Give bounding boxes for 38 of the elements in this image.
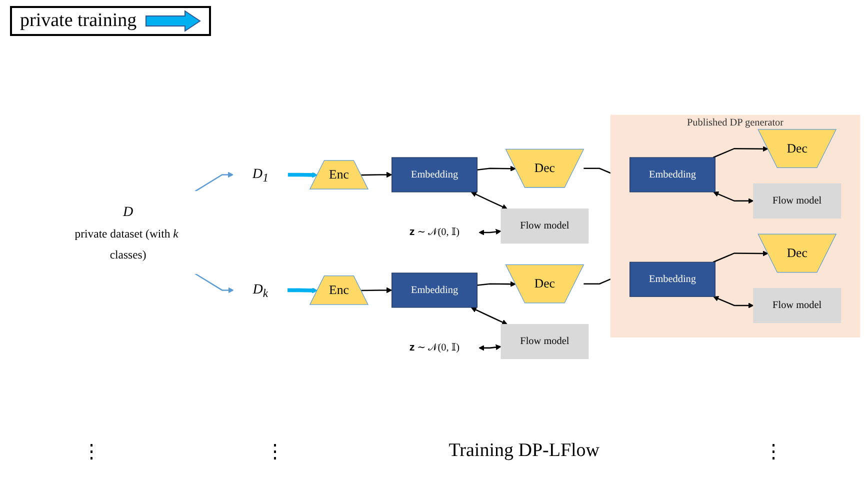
arrow [712, 146, 768, 158]
cluster [610, 114, 860, 338]
arrow [477, 281, 516, 287]
arrow [713, 296, 754, 308]
arrow [470, 192, 508, 210]
node-box [753, 288, 842, 323]
node-text: D$_{k}$ [252, 280, 268, 300]
node-box [392, 157, 478, 192]
node-text: 𝐳 ∼ 𝒩(0, 𝕀) [409, 226, 460, 238]
node-box [630, 262, 716, 297]
node-box [500, 324, 589, 359]
arrow [477, 166, 516, 172]
ellipsis-mark: ⋮ [82, 441, 102, 464]
arrow [288, 172, 318, 178]
ellipsis-mark: ⋮ [764, 441, 783, 464]
arrow [713, 191, 754, 204]
arrow [287, 288, 318, 294]
arrow [194, 272, 234, 293]
legend-text: private training [20, 10, 137, 32]
section-caption: Training DP-LFlow [448, 440, 600, 463]
node-box [630, 157, 716, 192]
node-text: D$_{1}$ [252, 165, 268, 184]
ellipsis-mark: ⋮ [265, 441, 284, 464]
connector [584, 168, 611, 174]
node-box [753, 183, 842, 218]
node-box [500, 208, 589, 244]
flowchart-drawing: Published DP generator Embedding Dec Flow model Embedding Dec Flow model D private dataset (with k classes) D$_{1}$ Enc Embedding Dec 𝐳 ∼ 𝒩(0, 𝕀) Flow model D$_{k}$ Enc Embedding Dec 𝐳 ∼ 𝒩(0, 𝕀) Flow model [40, 110, 865, 370]
node-text: D private dataset (with k classes) [74, 203, 178, 261]
arrow [478, 344, 502, 351]
arrow [361, 172, 392, 178]
arrow [361, 287, 392, 293]
arrow [194, 172, 234, 192]
connector [584, 278, 611, 284]
arrow [478, 228, 502, 236]
arrow [470, 307, 508, 325]
node-box [392, 272, 478, 308]
node-text: 𝐳 ∼ 𝒩(0, 𝕀) [409, 342, 460, 353]
arrow [712, 250, 768, 263]
